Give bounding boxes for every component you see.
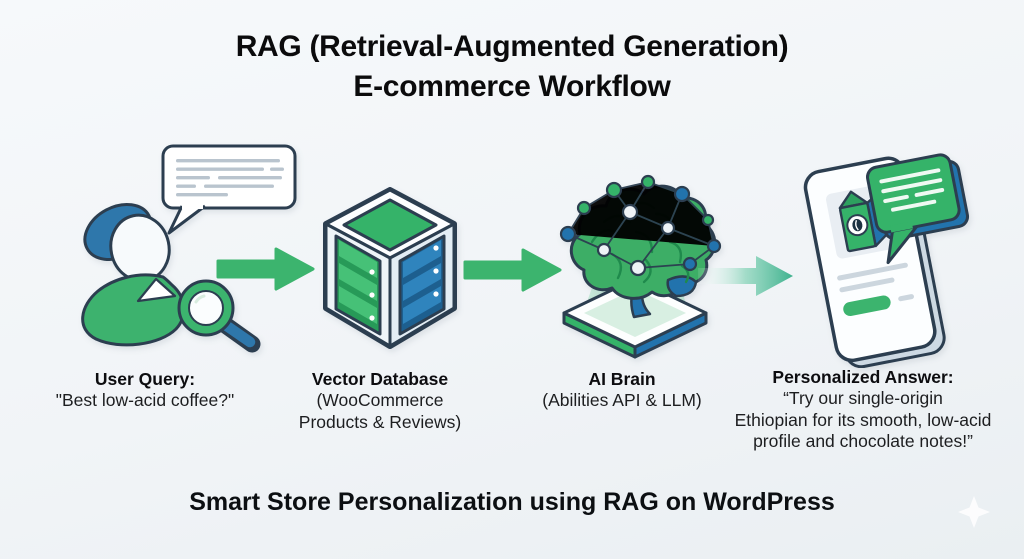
arrow-right-icon — [216, 246, 316, 292]
person-with-magnifier-and-speech-bubble-icon — [68, 138, 308, 360]
cube-top-diamond — [342, 198, 438, 252]
arrow-right-icon — [696, 253, 796, 299]
blue-server-panel — [398, 234, 446, 336]
stage-label-user-query: User Query: "Best low-acid coffee?" — [20, 368, 270, 412]
stage-heading: User Query: — [94, 369, 196, 389]
screen-green-pill — [843, 295, 891, 317]
sparkle-icon — [956, 494, 992, 535]
phone-with-chat-bubble-icon — [782, 140, 972, 369]
arrow-right-icon — [463, 247, 563, 293]
page-title: RAG (Retrieval-Augmented Generation) E-c… — [0, 27, 1024, 107]
screen-text-lines — [837, 262, 915, 302]
brain-on-platform-icon — [548, 170, 723, 360]
stage-line: (Abilities API & LLM) — [542, 390, 702, 410]
footer-caption: Smart Store Personalization using RAG on… — [189, 488, 835, 516]
speech-bubble-icon — [161, 144, 297, 235]
person-icon — [81, 202, 186, 347]
stage-line: Products & Reviews) — [298, 411, 462, 432]
stage-line: Ethiopian for its smooth, low-acid — [734, 409, 992, 430]
stage-line: “Try our single-origin — [783, 388, 943, 408]
isometric-database-cube-icon — [318, 184, 463, 358]
stage-heading: AI Brain — [588, 369, 656, 389]
title-line-1: RAG (Retrieval-Augmented Generation) — [235, 30, 789, 63]
magnifier-icon — [177, 279, 261, 353]
stage-heading: Personalized Answer: — [772, 367, 954, 387]
chat-bubble-icon — [866, 153, 970, 265]
green-server-panel — [334, 234, 382, 336]
stage-label-vector-database: Vector Database (WooCommerce Products & … — [265, 368, 495, 433]
stage-line: (WooCommerce — [316, 390, 444, 410]
stage-label-ai-brain: AI Brain (Abilities API & LLM) — [512, 368, 732, 412]
stage-line: profile and chocolate notes!” — [753, 431, 973, 451]
stage-line: "Best low-acid coffee?" — [55, 390, 235, 410]
neural-network-nodes — [559, 174, 722, 277]
title-line-2: E-commerce Workflow — [353, 70, 671, 103]
stage-heading: Vector Database — [311, 369, 449, 389]
stage-label-personalized-answer: Personalized Answer: “Try our single-ori… — [713, 366, 1013, 453]
